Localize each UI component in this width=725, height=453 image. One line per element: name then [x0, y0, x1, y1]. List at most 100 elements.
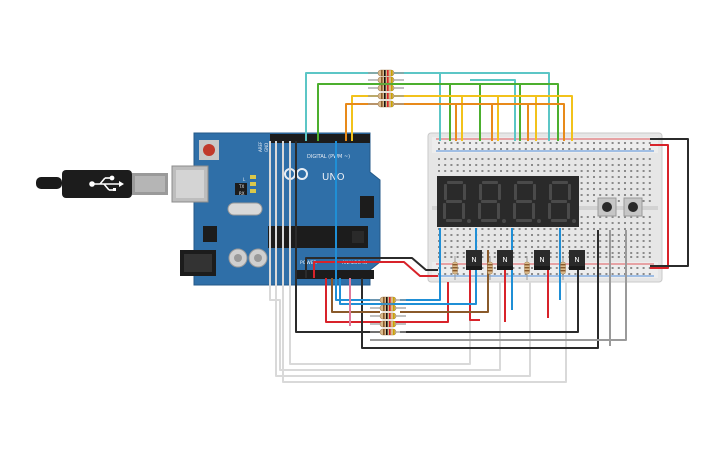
segment-b	[568, 184, 571, 200]
resistor-top-4[interactable]	[368, 92, 404, 100]
wire-black-rail[interactable]	[650, 138, 689, 267]
breadboard-hole	[636, 188, 639, 190]
breadboard-hole	[537, 158, 540, 160]
wire-red-rail[interactable]	[650, 144, 669, 269]
breadboard-hole	[599, 164, 602, 166]
transistor-3[interactable]: N	[534, 250, 550, 270]
breadboard-hole	[611, 234, 614, 236]
wire-black-gnd[interactable]	[305, 257, 438, 278]
wire-green-1[interactable]	[317, 83, 559, 141]
rail-hole	[648, 267, 651, 269]
breadboard-hole	[518, 240, 521, 242]
breadboard-hole	[487, 246, 490, 248]
breadboard-hole	[469, 234, 471, 236]
breadboard-hole	[543, 246, 546, 248]
breadboard-hole	[444, 240, 447, 242]
wire-black-1[interactable]	[295, 141, 380, 333]
resistor-base-2[interactable]	[487, 256, 493, 280]
breadboard-hole	[617, 158, 620, 160]
wire-blue-2[interactable]	[400, 228, 441, 301]
breadboard-hole	[605, 240, 608, 242]
breadboard-hole	[512, 246, 515, 248]
rail-hole	[493, 273, 496, 275]
arduino-board[interactable]: UNO DIGITAL (PWM ~) POWER ANALOG IN L TX…	[171, 132, 381, 286]
breadboard-hole	[642, 188, 645, 190]
breadboard-hole	[574, 170, 577, 172]
push-button-2[interactable]	[623, 197, 643, 217]
reset-button[interactable]	[203, 144, 215, 156]
rail-hole	[456, 273, 459, 275]
resistor-base-1[interactable]	[452, 256, 458, 280]
resistor-bottom-3[interactable]	[370, 312, 406, 320]
breadboard-hole	[593, 170, 595, 172]
breadboard-hole	[462, 164, 465, 166]
digit-1	[443, 181, 471, 223]
resistor-top-3[interactable]	[368, 84, 404, 92]
breadboard-hole	[493, 252, 496, 254]
usb-cable[interactable]	[36, 170, 168, 198]
rail-hole	[512, 148, 515, 150]
breadboard-hole	[549, 252, 552, 254]
resistor-bottom-4[interactable]	[370, 320, 406, 328]
resistor-top-5[interactable]	[368, 100, 404, 108]
resistor-base-3[interactable]	[524, 256, 530, 280]
rail-hole	[549, 273, 552, 275]
breadboard-hole	[636, 240, 639, 242]
led-tx-label: TX	[238, 184, 244, 189]
breadboard-hole	[605, 234, 608, 236]
breadboard-hole	[648, 222, 651, 224]
resistor-bottom-1[interactable]	[370, 296, 406, 304]
breadboard-hole	[599, 222, 602, 224]
transistor-1[interactable]: N	[466, 250, 482, 270]
wire-gray-1[interactable]	[370, 230, 627, 341]
rail-hole	[462, 148, 465, 150]
wire-cyan-3[interactable]	[470, 79, 516, 141]
rail-hole	[524, 148, 527, 150]
breadboard-hole	[580, 170, 583, 172]
led-l-label: L	[243, 177, 246, 182]
push-button-1[interactable]	[597, 197, 617, 217]
resistor-top-2[interactable]	[368, 76, 404, 84]
breadboard-hole	[624, 188, 626, 190]
breadboard-hole	[593, 188, 595, 190]
breadboard-hole	[642, 170, 645, 172]
transistor-2[interactable]: N	[497, 250, 513, 270]
gnd-label: GND	[264, 143, 269, 152]
breadboard-hole	[617, 176, 620, 178]
breadboard-hole	[518, 234, 521, 236]
wire-black-2[interactable]	[400, 250, 579, 333]
wire-red-5v[interactable]	[313, 261, 438, 278]
resistor-base-4[interactable]	[560, 256, 566, 280]
breadboard-hole	[450, 228, 453, 230]
breadboard-hole	[605, 182, 608, 184]
breadboard-hole	[469, 240, 471, 242]
breadboard-hole	[611, 222, 614, 224]
breadboard-hole	[593, 246, 595, 248]
breadboard-hole	[599, 240, 602, 242]
usb-plug-metal-inner	[135, 176, 165, 192]
rail-hole	[586, 267, 589, 269]
breadboard-hole	[537, 228, 540, 230]
wire-white-1[interactable]	[269, 141, 501, 371]
breadboard-hole	[462, 240, 465, 242]
breadboard-hole	[580, 222, 583, 224]
rail-hole	[599, 148, 602, 150]
transistor-4[interactable]: N	[569, 250, 585, 270]
rail-hole	[630, 267, 633, 269]
breadboard-hole	[648, 252, 651, 254]
rail-hole	[605, 142, 608, 144]
wire-white-4[interactable]	[289, 141, 471, 365]
breadboard-hole	[580, 216, 583, 218]
resistor-top-1[interactable]	[368, 69, 404, 77]
wire-white-2[interactable]	[275, 141, 531, 377]
resistor-bottom-2[interactable]	[370, 304, 406, 312]
breadboard-hole	[611, 256, 614, 258]
resistor-bottom-5[interactable]	[370, 328, 406, 336]
wire-red-b[interactable]	[469, 250, 480, 321]
wire-brown-1[interactable]	[331, 278, 380, 313]
rail-hole	[636, 148, 639, 150]
wire-blue-1[interactable]	[335, 141, 380, 301]
breadboard-hole	[642, 164, 645, 166]
wire-cyan-1[interactable]	[305, 72, 550, 141]
rail-hole	[586, 273, 589, 275]
